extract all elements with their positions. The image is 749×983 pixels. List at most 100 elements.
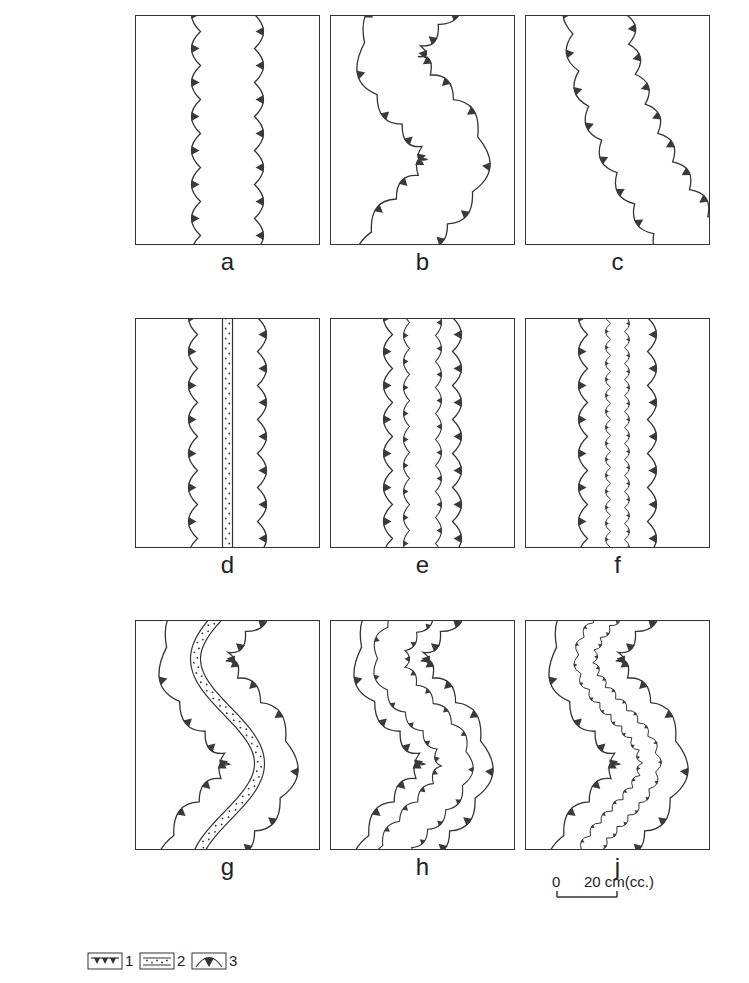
outer-scallop-wedge [680,768,688,777]
channel-dot [228,373,230,375]
channel-dot [242,795,244,797]
pattern-figure [189,318,267,548]
chain-link-wedge [622,700,626,704]
panel-letter: b [416,248,429,275]
outer-scallop-wedge [290,768,298,777]
channel-dot [228,473,230,475]
inner-scallop-wedge [408,722,414,728]
inner-scallop-wedge [437,502,442,508]
chain-link-wedge [637,766,641,770]
channel-dot [212,691,214,693]
channel-dot [228,433,230,435]
channel-dot [214,831,216,833]
chain-link-wedge [583,625,587,629]
channel-dot [228,383,230,385]
outer-scallop-edge [192,15,201,245]
channel-dot [225,428,227,430]
channel-dot [228,343,230,345]
inner-scallop-wedge [404,411,409,417]
panel-letter: a [221,248,234,275]
chain-link-wedge [606,506,610,510]
channel-dot [225,706,227,708]
inner-scallop-wedge [443,707,449,713]
chain-link-wedge [653,740,657,744]
legend-frame [140,953,174,969]
chain-link-wedge [626,450,630,454]
outer-scallop-wedge [649,364,657,373]
pattern-panel: g [135,620,320,850]
channel-dot [255,751,257,753]
chain-link-wedge [611,689,615,693]
chain-link-wedge [613,833,617,837]
inner-scallop-wedge [404,489,409,495]
chain-link-edge [574,620,643,850]
chain-link-wedge [602,812,606,816]
outer-scallop-wedge [419,50,428,59]
inner-scallop-wedge [437,346,442,352]
outer-scallop-wedge [454,398,462,407]
channel-dot [228,363,230,365]
outer-scallop-edge [157,620,230,850]
outer-scallop-wedge [256,129,264,138]
outer-scallop-wedge [648,620,657,628]
inner-scallop-wedge [374,675,380,681]
outer-scallop-wedge [649,466,657,475]
inner-scallop-edge [372,620,441,850]
channel-dot [228,523,230,525]
outer-scallop-wedge [649,500,657,509]
outer-scallop-wedge [256,163,264,172]
inner-scallop-edge [404,620,474,850]
outer-scallop-wedge [259,500,267,509]
inner-scallop-edge [404,318,410,548]
legend-item: 2 [177,952,185,970]
inner-scallop-wedge [437,372,442,378]
outer-scallop-wedge [201,780,210,789]
channel-dot [225,448,227,450]
legend-dot [156,960,158,962]
outer-scallop-wedge [374,204,383,213]
outer-scallop-wedge [444,680,453,689]
pattern-panel: a [135,15,320,245]
outer-scallop-wedge [461,210,470,219]
chain-link-wedge [616,621,620,625]
channel-dot [200,681,202,683]
chain-link-wedge [606,330,610,334]
inner-scallop-wedge [404,541,409,547]
outer-scallop-wedge [158,676,167,685]
channel-line [201,620,265,850]
chain-link-wedge [623,822,627,826]
chain-link-wedge [606,346,610,350]
channel-dot [228,453,230,455]
pattern-figure [384,318,462,548]
outer-scallop-wedge [664,710,673,718]
legend-tick [102,958,108,964]
channel-dot [225,488,227,490]
channel-dot [232,713,234,715]
outer-scallop-wedge [356,71,365,80]
channel-dot [225,408,227,410]
channel-dot [239,727,241,729]
outer-scallop-wedge [649,398,657,407]
chain-link-wedge [600,710,604,714]
outer-scallop-wedge [579,449,587,458]
outer-scallop-wedge [258,620,267,628]
outer-scallop-wedge [620,659,629,667]
chain-link-wedge [606,474,610,478]
outer-scallop-wedge [649,330,657,339]
outer-scallop-wedge [579,517,587,526]
outer-scallop-wedge [189,517,197,526]
outer-scallop-wedge [274,710,283,718]
channel-dot [196,642,198,644]
inner-scallop-wedge [420,787,426,793]
legend-number: 2 [177,952,185,969]
channel-dot [207,624,209,626]
legend-dot [166,960,168,962]
outer-scallop-edge [384,318,393,548]
outer-scallop-wedge [256,197,264,206]
channel-dot [225,398,227,400]
legend-arc [196,958,222,968]
scale-line [557,891,617,897]
outer-scallop-wedge [189,449,197,458]
outer-scallop-wedge [485,768,493,777]
